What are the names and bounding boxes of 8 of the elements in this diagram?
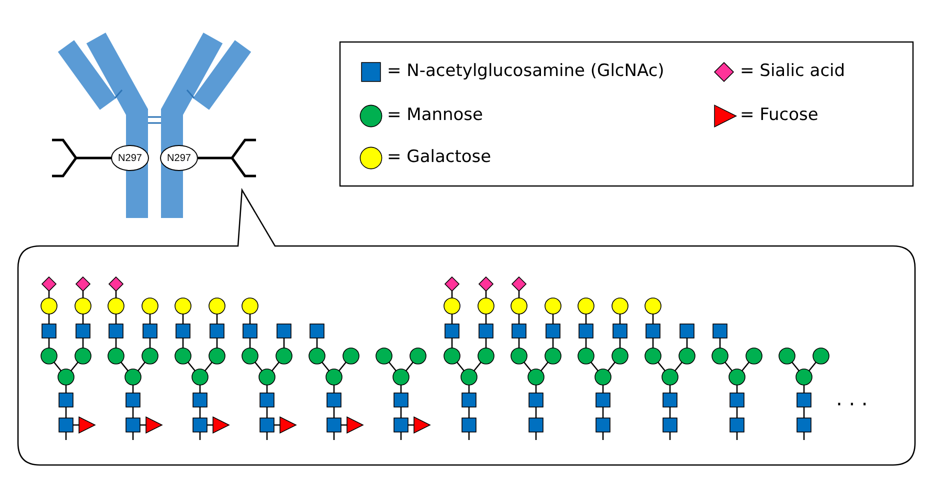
legend-label: = Sialic acid (740, 61, 846, 81)
legend-label: = N-acetylglucosamine (GlcNAc) (387, 61, 664, 81)
legend-label: = Galactose (387, 147, 492, 167)
legend-label: = Mannose (387, 105, 483, 125)
site-oval: N297 (111, 145, 149, 171)
legend-label: = Fucose (740, 105, 818, 125)
site-oval: N297 (160, 145, 198, 171)
ellipsis-mark: · · · (836, 392, 868, 416)
